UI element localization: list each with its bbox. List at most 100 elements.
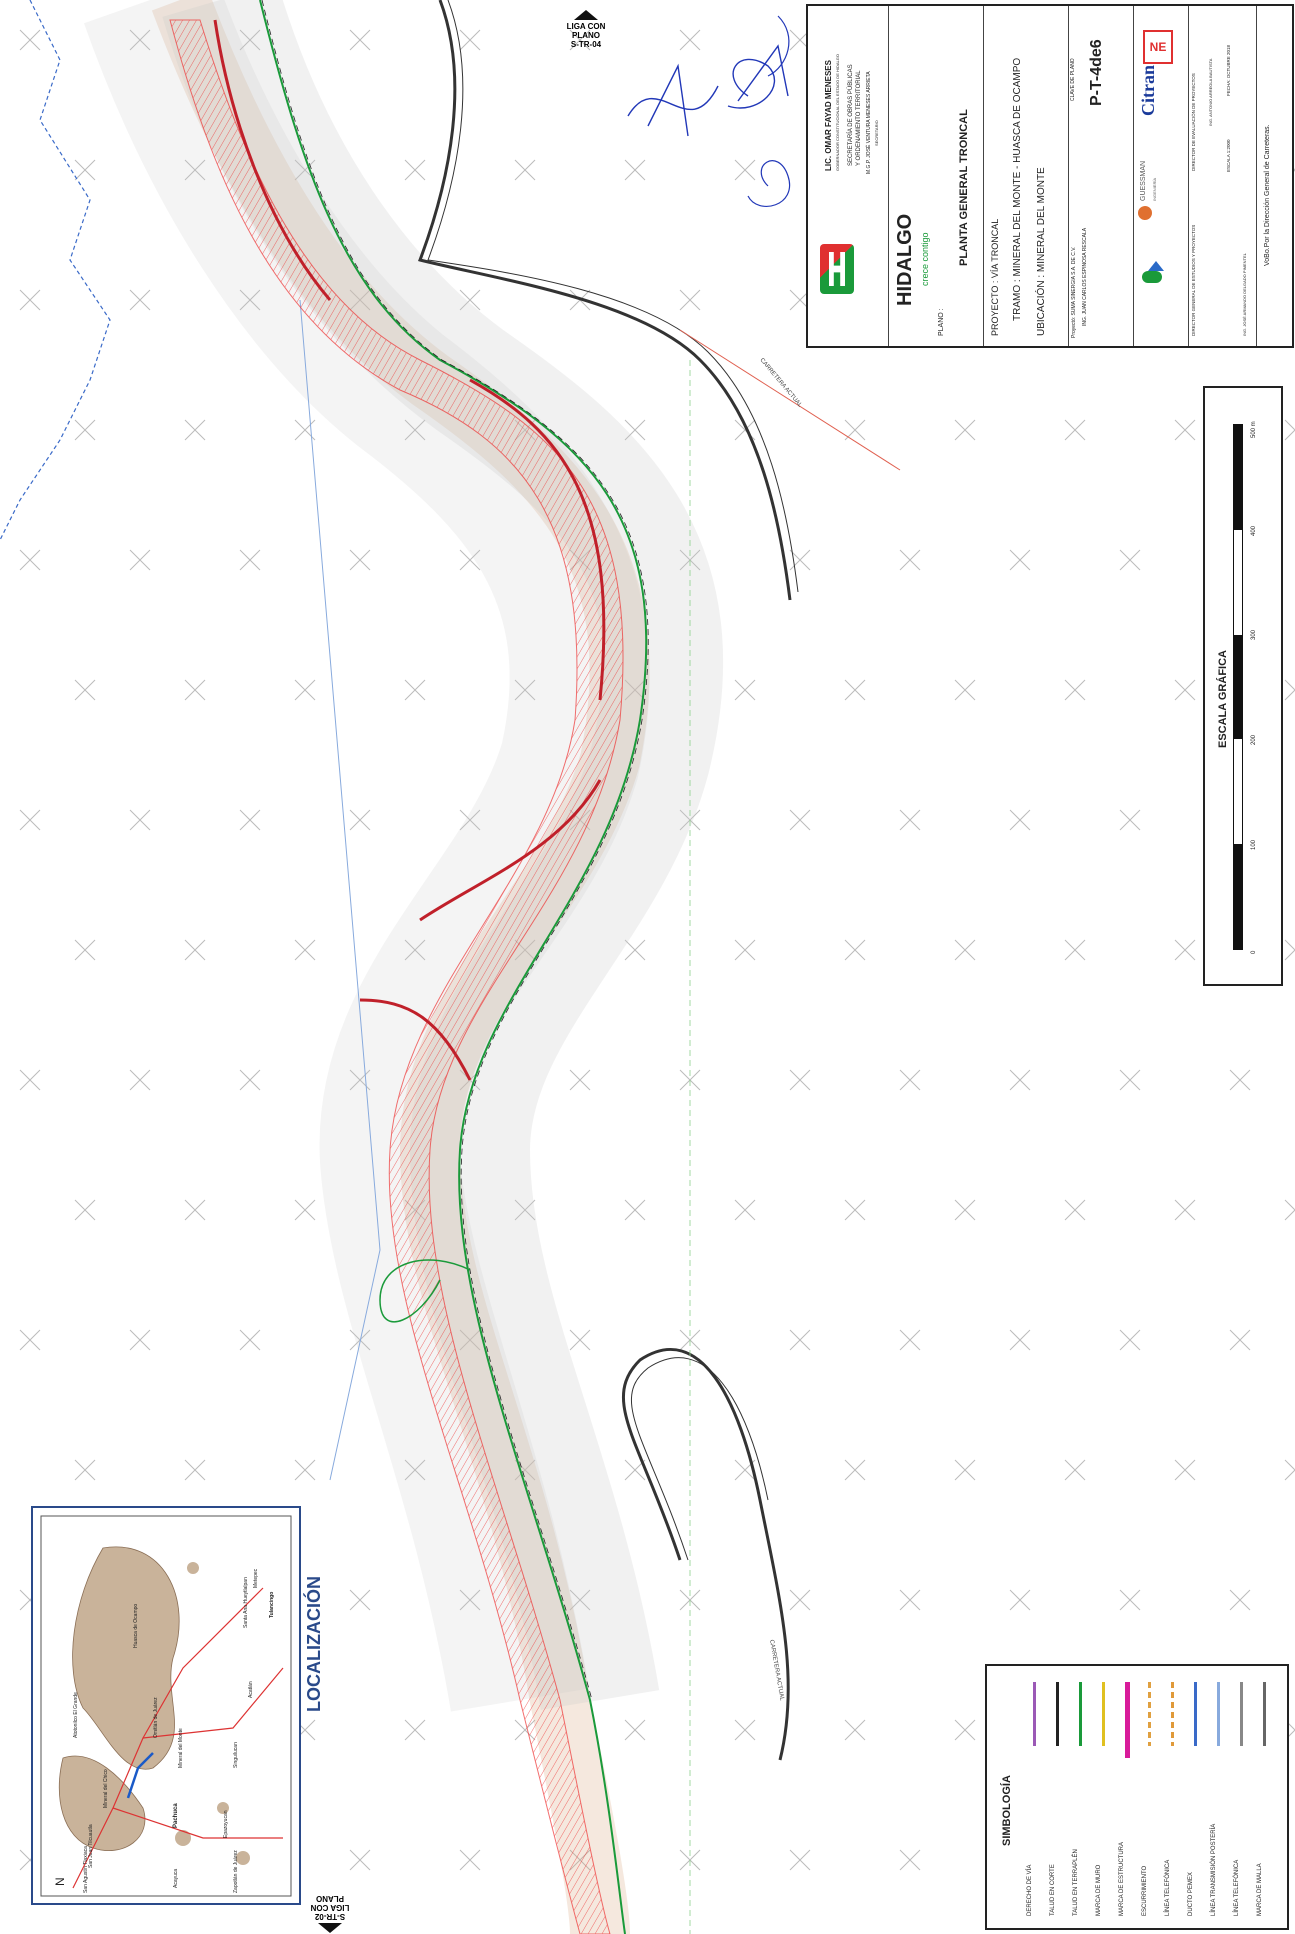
- grid-cross-line: [294, 1199, 316, 1221]
- legend-item-label: MARCA DE MURO: [1096, 1864, 1102, 1916]
- director-1-name: ING. JOSÉ ARMANDO DELGADO PIMENTEL: [1242, 253, 1247, 336]
- dashdot-icon: [1171, 1682, 1174, 1746]
- grid-cross-line: [349, 29, 371, 51]
- existing-road-label-2: CARRETERA ACTUAL: [768, 1639, 785, 1701]
- hidalgo-logo: [820, 244, 854, 294]
- grid-cross-line: [294, 419, 316, 441]
- grid-cross-line: [1119, 549, 1141, 571]
- grid-cross-line: [19, 549, 41, 571]
- cut-slope-icon: [1056, 1682, 1059, 1746]
- plano-title: PLANTA GENERAL TRONCAL: [958, 109, 970, 266]
- scale-tick-400: 400: [1251, 525, 1257, 536]
- grid-cross-line: [19, 1069, 41, 1091]
- location-place-omitlan: Omitlán de Juárez: [153, 1697, 159, 1738]
- grid-cross-line: [294, 679, 316, 701]
- grid-cross-line: [19, 29, 41, 51]
- governor-role: GOBERNADOR CONSTITUCIONAL DEL ESTADO DE …: [835, 54, 840, 171]
- interchange-loop: [379, 1259, 471, 1323]
- clave-label: CLAVE DE PLANO: [1070, 58, 1076, 101]
- grid-cross-line: [404, 419, 426, 441]
- location-place-huasca: Huasca de Ocampo: [133, 1603, 139, 1648]
- grid-cross-line: [1009, 1589, 1031, 1611]
- fill-slope-icon: [1079, 1682, 1082, 1746]
- liga-top: LIGA CON PLANO S-TR-04: [556, 10, 616, 49]
- liga-bottom-label: LIGA CON PLANO: [310, 1894, 350, 1912]
- cut-boundary-line: [213, 19, 606, 1081]
- grid-cross-line: [404, 1459, 426, 1481]
- location-map: N Metepec Santa Ana Hueytlalpan Acatlán …: [31, 1506, 301, 1905]
- grid-cross-line: [1064, 679, 1086, 701]
- scale-tick-300: 300: [1251, 629, 1257, 640]
- grid-cross-line: [239, 1069, 261, 1091]
- grid-cross-line: [954, 1199, 976, 1221]
- location-place-metepec: Metepec: [253, 1568, 259, 1588]
- main-alignment-line: [259, 0, 648, 1934]
- ubicacion-line: UBICACIÓN : MINERAL DEL MONTE: [1036, 167, 1047, 336]
- grid-cross-line: [734, 1199, 756, 1221]
- location-title: LOCALIZACIÓN: [304, 1576, 324, 1712]
- grid-cross-line: [459, 289, 481, 311]
- scale-tick-500: 500 m: [1251, 421, 1257, 438]
- grid-cross-line: [789, 1589, 811, 1611]
- grid-cross-line: [129, 549, 151, 571]
- grid-cross-line: [569, 1069, 591, 1091]
- grid-cross-line: [844, 1719, 866, 1741]
- grid-cross-line: [239, 809, 261, 831]
- location-place-pachuca: Pachuca: [173, 1803, 179, 1828]
- dash-icon: [1148, 1682, 1151, 1746]
- title-block: LIC. OMAR FAYAD MENESES GOBERNADOR CONST…: [627, 4, 1294, 348]
- liga-top-id: S-TR-04: [570, 40, 602, 49]
- grid-cross-line: [459, 1329, 481, 1351]
- director-2-title: DIRECTOR DE EVALUACIÓN DE PROYECTOS: [1191, 73, 1196, 171]
- grid-cross-line: [404, 159, 426, 181]
- grid-cross-line: [789, 809, 811, 831]
- plano-label: PLANO :: [938, 308, 945, 336]
- grid-cross-line: [954, 679, 976, 701]
- grid-cross-line: [1174, 939, 1196, 961]
- grid-cross-line: [1229, 1589, 1251, 1611]
- cross-icon: [1263, 1682, 1266, 1746]
- bracket-icon: [1125, 1682, 1130, 1758]
- grid-cross-line: [1174, 1199, 1196, 1221]
- liga-bottom-id: S-TR-02: [314, 1912, 346, 1921]
- grid-cross-line: [459, 1849, 481, 1871]
- existing-road-label-1: CARRETERA ACTUAL: [758, 357, 803, 409]
- grid-cross-line: [1009, 1329, 1031, 1351]
- grid-cross-line: [1284, 1199, 1295, 1211]
- grid-cross-line: [1174, 419, 1196, 441]
- grid-cross-line: [899, 1069, 921, 1091]
- grid-cross-line: [954, 1719, 976, 1741]
- grid-cross-line: [74, 1459, 96, 1481]
- grid-cross-line: [349, 1069, 371, 1091]
- grid-cross-line: [569, 1329, 591, 1351]
- line-icon: [1102, 1682, 1105, 1746]
- grid-cross-line: [349, 549, 371, 571]
- line-icon: [1033, 1682, 1036, 1746]
- proyecto-engineer: ING. JUAN CARLOS ESPINOSA RESCALA: [1082, 227, 1088, 326]
- existing-road-1: [418, 0, 792, 601]
- grid-cross-line: [74, 939, 96, 961]
- grid-cross-line: [404, 679, 426, 701]
- grid-cross-line: [679, 289, 701, 311]
- tramo-line: TRAMO : MINERAL DEL MONTE - HUASCA DE OC…: [1012, 57, 1023, 321]
- location-place-san-agustin: San Agustín Tlaxiaca: [83, 1846, 89, 1893]
- location-place-tulancingo: Tulancingo: [269, 1591, 275, 1618]
- power-line: [679, 329, 901, 471]
- grid-cross-line: [624, 679, 646, 701]
- grid-cross-line: [954, 419, 976, 441]
- grid-cross-line: [954, 1459, 976, 1481]
- grid-cross-line: [1284, 429, 1295, 441]
- grid-cross-line: [459, 29, 481, 51]
- grid-cross-line: [624, 419, 646, 441]
- secretary-name: M.G.P. JOSÉ VENTURA MENESES ARRIETA: [866, 71, 872, 174]
- grid-cross-line: [789, 1069, 811, 1091]
- brand-name: HIDALGO: [894, 213, 916, 306]
- grid-cross-line: [184, 419, 206, 441]
- grid-cross-line: [789, 1329, 811, 1351]
- grid-cross-line: [899, 549, 921, 571]
- grid-cross-line: [844, 679, 866, 701]
- guessman-logo: [1138, 206, 1152, 220]
- grid-cross-line: [184, 939, 206, 961]
- grid-cross-line: [1064, 1199, 1086, 1221]
- grid-cross-line: [1064, 939, 1086, 961]
